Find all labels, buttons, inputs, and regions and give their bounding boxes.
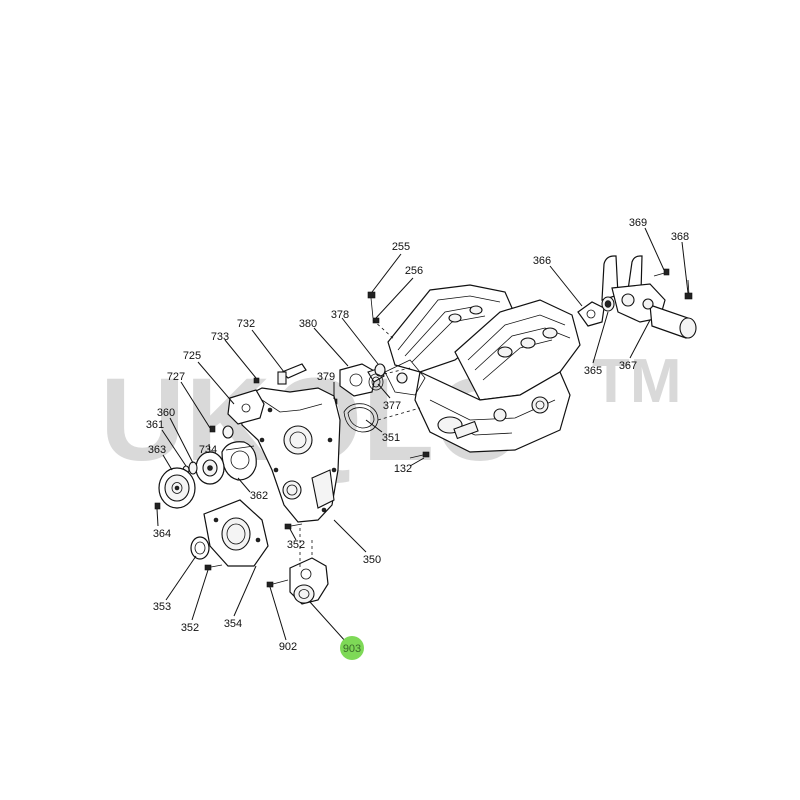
callout-902: 902 xyxy=(279,641,297,653)
seal-353 xyxy=(190,536,210,560)
bracket-725 xyxy=(227,389,265,425)
callout-367: 367 xyxy=(619,360,637,372)
callout-727: 727 xyxy=(167,371,185,383)
bolt-727 xyxy=(209,425,216,433)
tube-732 xyxy=(277,363,307,385)
highlight-circle-903 xyxy=(340,636,364,660)
tensioner-903 xyxy=(289,557,329,605)
callout-732: 732 xyxy=(237,318,255,330)
callout-351: 351 xyxy=(382,432,400,444)
seal-360 xyxy=(188,461,198,475)
callout-378: 378 xyxy=(331,309,349,321)
callout-368: 368 xyxy=(671,231,689,243)
thermostat-housing-366 xyxy=(577,301,605,327)
bolt-369 xyxy=(653,268,670,277)
callout-734: 734 xyxy=(199,444,217,456)
gasket-377 xyxy=(368,373,384,391)
bolt-902 xyxy=(266,579,289,588)
bolt-352a xyxy=(284,523,303,530)
callout-377: 377 xyxy=(383,400,401,412)
callout-255: 255 xyxy=(392,241,410,253)
leader-lines xyxy=(156,227,689,643)
water-pump-362 xyxy=(221,441,257,481)
water-inlet-380 xyxy=(339,363,385,397)
callout-362: 362 xyxy=(250,490,268,502)
callout-903: 903 xyxy=(343,643,361,655)
bolt-368 xyxy=(684,279,693,300)
callout-725: 725 xyxy=(183,350,201,362)
damper-363 xyxy=(158,467,196,509)
bolt-733 xyxy=(253,377,260,384)
watermark-right: TM xyxy=(592,347,682,416)
callout-365: 365 xyxy=(584,365,602,377)
callout-352-upper: 352 xyxy=(287,539,305,551)
callout-733: 733 xyxy=(211,331,229,343)
callout-369: 369 xyxy=(629,217,647,229)
bolt-132 xyxy=(409,451,430,459)
bolt-352b xyxy=(204,564,223,571)
callout-360: 360 xyxy=(157,407,175,419)
callout-364: 364 xyxy=(153,528,171,540)
front-cover-350 xyxy=(237,387,341,523)
callout-132: 132 xyxy=(394,463,412,475)
seal-378 xyxy=(374,363,386,377)
thermostat-365 xyxy=(601,296,615,312)
callout-379: 379 xyxy=(317,371,335,383)
callout-361: 361 xyxy=(146,419,164,431)
cover-354 xyxy=(203,499,269,567)
callout-352-lower: 352 xyxy=(181,622,199,634)
callout-363: 363 xyxy=(148,444,166,456)
bolt-255 xyxy=(367,291,376,319)
callout-354: 354 xyxy=(224,618,242,630)
coolant-pipe-assembly xyxy=(601,255,697,339)
callout-350: 350 xyxy=(363,554,381,566)
callout-353: 353 xyxy=(153,601,171,613)
callout-380: 380 xyxy=(299,318,317,330)
callout-366: 366 xyxy=(533,255,551,267)
pulley-734 xyxy=(195,451,225,485)
callout-labels: 255 256 366 369 368 378 380 379 377 351 … xyxy=(146,217,689,655)
seal-734-small xyxy=(222,425,234,439)
callout-256: 256 xyxy=(405,265,423,277)
bolt-364 xyxy=(154,502,161,510)
